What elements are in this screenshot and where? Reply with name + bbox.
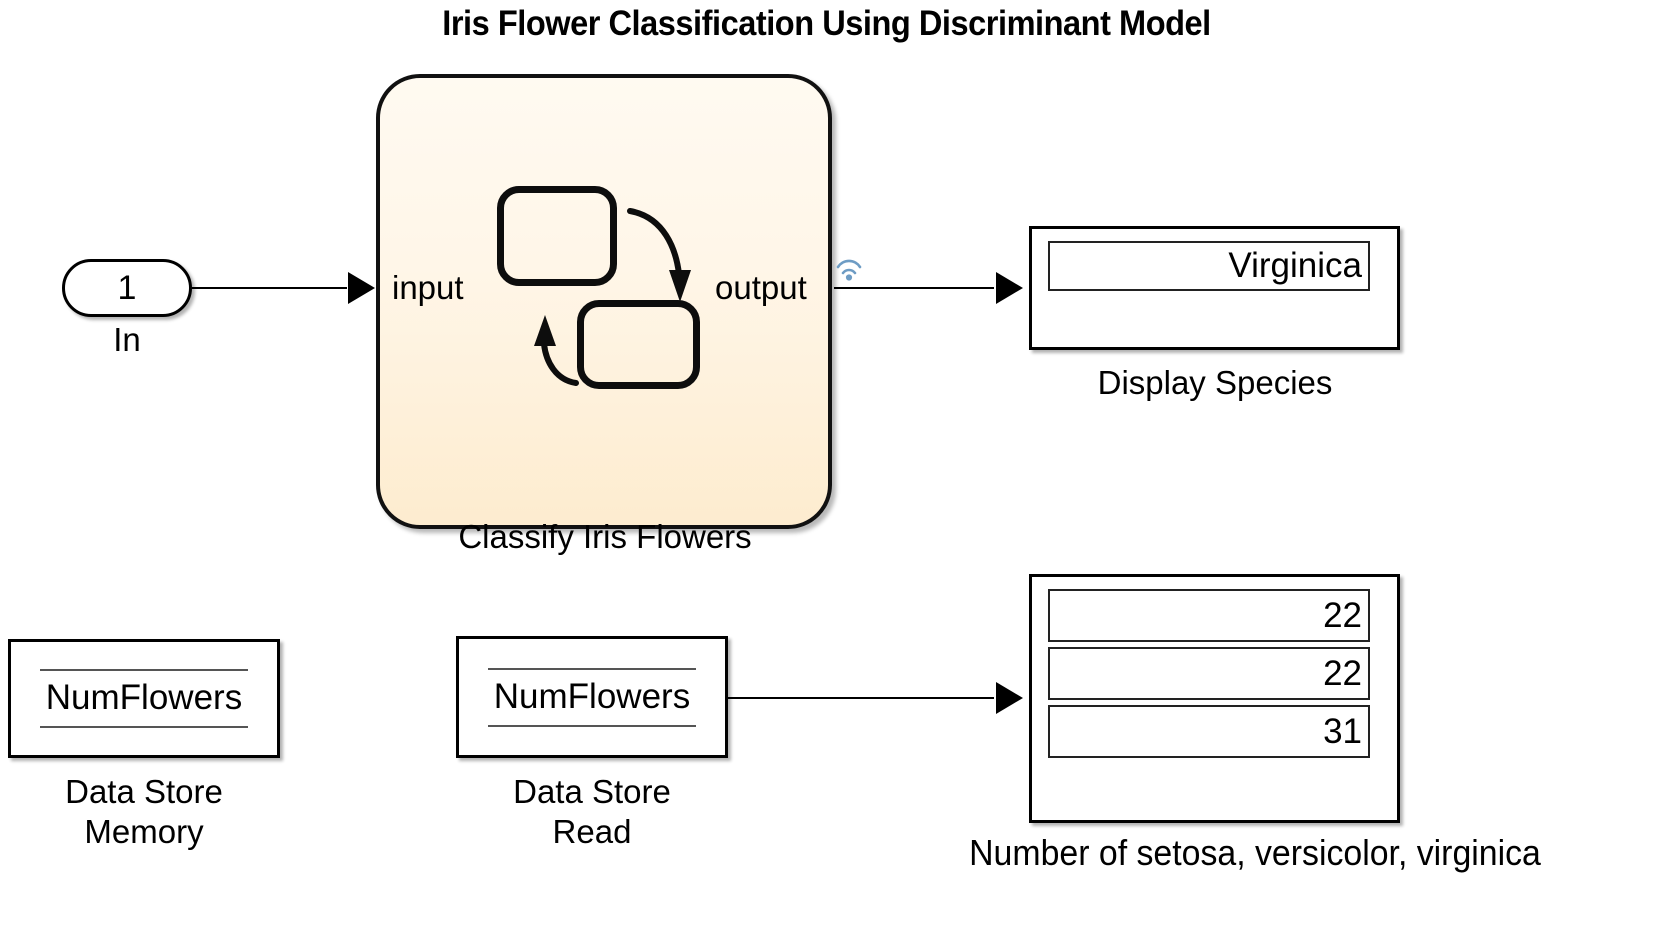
display-counts-cell: 22 (1048, 647, 1370, 700)
arrowhead-chart-input (348, 272, 375, 304)
arrowhead-display-species (996, 272, 1023, 304)
chart-label: Classify Iris Flowers (458, 518, 752, 555)
data-store-read-label: Data Store Read (513, 773, 671, 851)
ds-read-rule-bottom (488, 724, 696, 727)
chart-input-port-label: input (392, 269, 464, 306)
display-counts-block[interactable]: 22 22 31 (1029, 574, 1400, 823)
display-counts-value-2: 31 (1323, 711, 1362, 751)
display-counts-cell: 22 (1048, 589, 1370, 642)
data-store-memory-block[interactable]: NumFlowers (8, 639, 280, 758)
display-counts-value-1: 22 (1323, 653, 1362, 693)
arrowhead-display-counts (996, 682, 1023, 714)
data-store-memory-label: Data Store Memory (65, 773, 223, 851)
signal-logging-icon (836, 259, 862, 281)
data-store-read-block[interactable]: NumFlowers (456, 636, 728, 758)
display-species-value: Virginica (1228, 246, 1362, 285)
signal-line-species (834, 287, 994, 289)
chart-state-top (497, 186, 617, 286)
display-species-label: Display Species (1097, 364, 1333, 401)
inport-port-number: 1 (117, 268, 137, 307)
ds-read-rule-top (488, 667, 696, 670)
chart-output-port-label: output (715, 269, 807, 306)
display-species-block[interactable]: Virginica (1029, 226, 1400, 350)
display-species-value-cell: Virginica (1048, 241, 1370, 291)
chart-transition-arrows (534, 208, 691, 386)
display-counts-cell: 31 (1048, 705, 1370, 758)
signal-line-in (192, 287, 347, 289)
page-title: Iris Flower Classification Using Discrim… (442, 4, 1211, 43)
data-store-memory-name: NumFlowers (45, 678, 243, 717)
ds-memory-rule-top (40, 669, 248, 671)
display-counts-value-0: 22 (1323, 595, 1362, 635)
inport-block[interactable]: 1 (62, 259, 192, 317)
ds-memory-rule-bottom (40, 726, 248, 728)
data-store-read-name: NumFlowers (493, 676, 691, 716)
display-counts-label: Number of setosa, versicolor, virginica (969, 832, 1541, 873)
chart-state-bottom (577, 300, 700, 389)
signal-line-counts (728, 697, 994, 699)
inport-label: In (113, 321, 141, 358)
